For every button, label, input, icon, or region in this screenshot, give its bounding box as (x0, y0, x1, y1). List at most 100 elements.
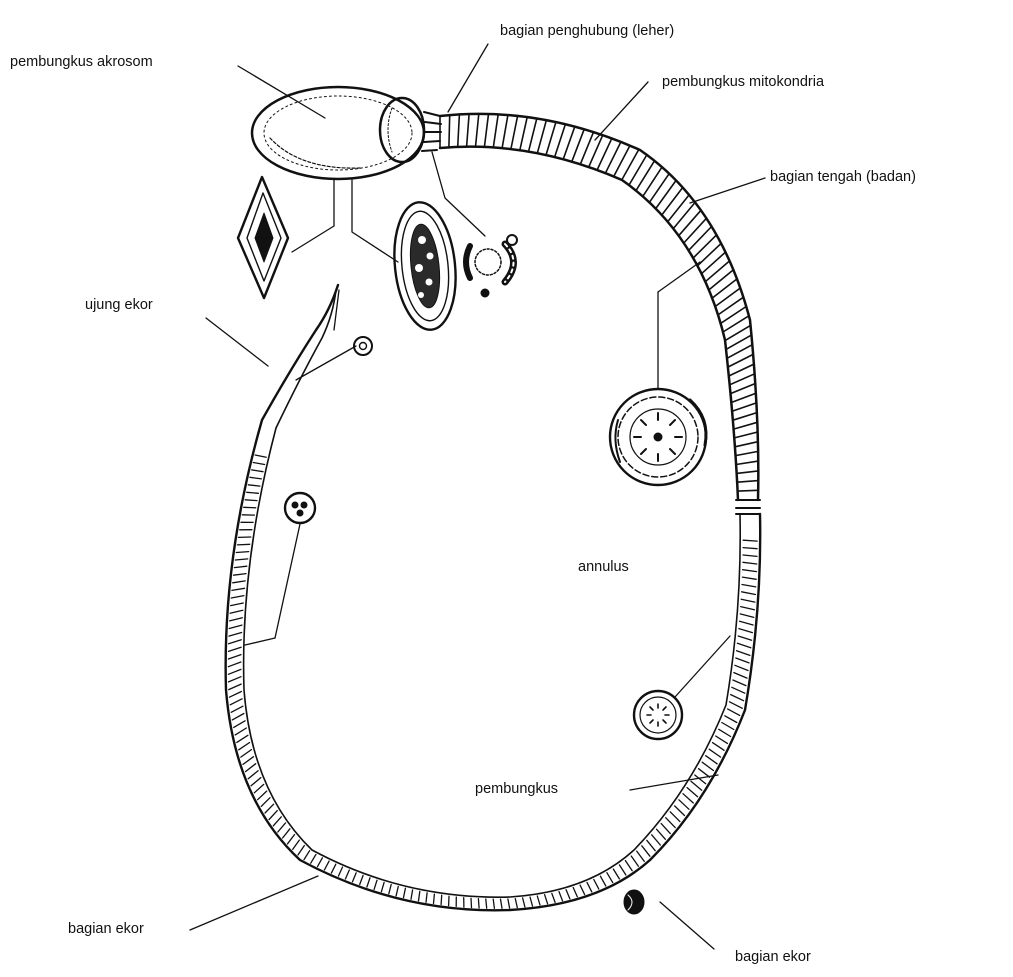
striation-line (713, 743, 725, 751)
striation-line (230, 618, 243, 621)
striation-line (476, 114, 479, 147)
striation-line (515, 899, 517, 908)
striation-line (719, 729, 731, 736)
striation-line (247, 492, 259, 493)
leader-small-section-b (245, 638, 275, 645)
striation-line (741, 607, 755, 610)
striation-line (288, 835, 295, 844)
striation-line (546, 122, 556, 155)
striation-line (298, 846, 304, 855)
striation-line (304, 851, 310, 860)
striation-line (293, 840, 300, 849)
striation-line (742, 592, 756, 595)
striation-line (656, 180, 676, 208)
striation-line (233, 581, 246, 583)
striation-line (743, 548, 757, 549)
striation-line (419, 891, 420, 901)
striation-line (730, 374, 755, 385)
striation-line (273, 817, 281, 826)
striation-line (331, 864, 335, 873)
striation-line (254, 784, 263, 792)
striation-line (237, 544, 249, 545)
striation-line (737, 481, 758, 483)
leader-acrosome (238, 66, 325, 118)
striation-line (709, 270, 734, 290)
striation-line (737, 643, 750, 648)
striation-line (709, 749, 720, 757)
striation-line (619, 865, 626, 875)
striation-line (229, 684, 241, 690)
striation-line (231, 706, 243, 712)
striation-line (441, 895, 442, 904)
striation-line (265, 804, 274, 813)
striation-line (733, 680, 746, 686)
striation-line (229, 633, 242, 637)
striation-line (642, 846, 650, 856)
striation-line (637, 851, 645, 861)
striation-line (699, 769, 710, 778)
striation-line (449, 115, 450, 147)
striation-line (229, 677, 242, 682)
striation-line (732, 403, 756, 411)
head-section-diamond (238, 177, 288, 298)
striation-line (734, 422, 758, 429)
striation-line (529, 119, 537, 152)
striation-line (501, 899, 503, 908)
label-sheath: pembungkus (475, 782, 558, 797)
striation-line (662, 188, 683, 216)
striation-line (324, 861, 329, 870)
striation-line (729, 364, 754, 376)
striation-line (683, 794, 693, 803)
striation-line (661, 824, 670, 834)
striation-line (243, 757, 254, 765)
striation-line (738, 636, 751, 640)
striation-line (715, 288, 740, 307)
label-neck: bagian penghubung (leher) (500, 24, 674, 39)
striation-line (231, 603, 244, 606)
striation-line (735, 665, 748, 670)
striation-line (434, 894, 435, 903)
striation-line (229, 640, 242, 644)
striation-line (668, 195, 689, 222)
striation-line (722, 723, 734, 730)
striation-line (228, 655, 241, 659)
striation-line (537, 120, 546, 153)
striation-line (250, 477, 262, 479)
striation-line (673, 202, 695, 228)
striation-line (675, 806, 685, 816)
striation-line (594, 880, 599, 890)
striation-line (246, 764, 256, 772)
tail-tip-section (354, 337, 372, 355)
striation-line (712, 279, 737, 298)
striation-line (695, 775, 706, 784)
striation-line (353, 873, 357, 882)
striation-line (691, 781, 702, 790)
striation-line (733, 413, 757, 421)
striation-line (652, 835, 661, 845)
striation-line (467, 114, 470, 147)
striation-line (228, 662, 241, 667)
striation-line (731, 393, 756, 402)
striation-line (278, 823, 286, 832)
striation-line (530, 897, 533, 906)
striation-line (636, 161, 655, 191)
striation-line (647, 840, 655, 850)
striation-line (520, 117, 527, 150)
leader-tail-left (190, 876, 318, 930)
striation-line (404, 888, 406, 897)
striation-line (684, 218, 707, 243)
striation-line (693, 235, 716, 258)
striation-line (374, 880, 377, 889)
striation-line (734, 673, 747, 679)
striation-line (396, 886, 398, 895)
annulus-ring (736, 500, 760, 514)
striation-line (573, 888, 577, 897)
striation-line (740, 614, 754, 618)
neck-section (466, 235, 517, 297)
striation-line (555, 124, 566, 157)
striation-line (234, 721, 245, 728)
striation-line (234, 574, 247, 576)
label-annulus: annulus (578, 560, 629, 575)
striation-line (666, 818, 676, 828)
